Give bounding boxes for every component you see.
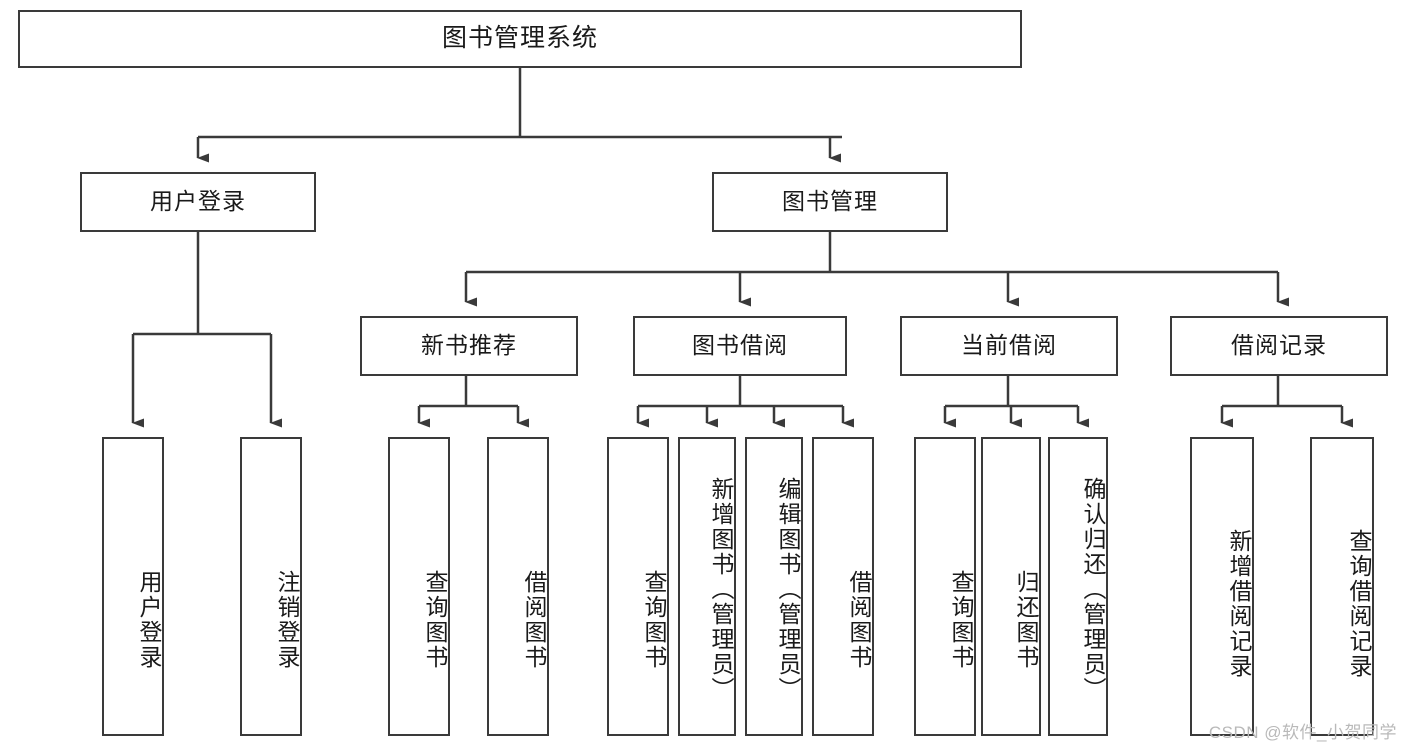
node-label: 图书管理 [782, 188, 878, 215]
leaf-logout-login[interactable]: 注销登录 [240, 437, 302, 736]
csdn-watermark: CSDN @软件_小贺同学 [1208, 723, 1397, 742]
node-book-manage[interactable]: 图书管理 [712, 172, 948, 232]
leaf-add-book-admin[interactable]: 新增图书（管理员） [678, 437, 736, 736]
node-user-login[interactable]: 用户登录 [80, 172, 316, 232]
node-label: 注销登录 [274, 569, 300, 670]
leaf-query-book-recommend[interactable]: 查询图书 [388, 437, 450, 736]
node-label: 用户登录 [150, 188, 246, 215]
node-label: 用户登录 [136, 569, 162, 670]
node-label: 查询图书 [422, 569, 448, 670]
node-root-system[interactable]: 图书管理系统 [18, 10, 1022, 68]
node-label: 图书借阅 [692, 332, 788, 359]
leaf-borrow-book[interactable]: 借阅图书 [812, 437, 874, 736]
node-label: 查询图书 [948, 569, 974, 670]
leaf-return-book[interactable]: 归还图书 [981, 437, 1041, 736]
leaf-query-borrow-record[interactable]: 查询借阅记录 [1310, 437, 1374, 736]
node-label: 归还图书 [1013, 569, 1039, 670]
node-label: 查询借阅记录 [1346, 528, 1372, 679]
node-borrow-record[interactable]: 借阅记录 [1170, 316, 1388, 376]
leaf-add-borrow-record[interactable]: 新增借阅记录 [1190, 437, 1254, 736]
leaf-confirm-return-admin[interactable]: 确认归还（管理员） [1048, 437, 1108, 736]
node-book-borrow[interactable]: 图书借阅 [633, 316, 847, 376]
node-label: 新书推荐 [421, 332, 517, 359]
node-new-book-recommend[interactable]: 新书推荐 [360, 316, 578, 376]
node-label: 确认归还（管理员） [1080, 477, 1106, 702]
node-label: 当前借阅 [961, 332, 1057, 359]
leaf-edit-book-admin[interactable]: 编辑图书（管理员） [745, 437, 803, 736]
leaf-user-login[interactable]: 用户登录 [102, 437, 164, 736]
node-label: 新增借阅记录 [1226, 528, 1252, 679]
node-label: 图书管理系统 [441, 24, 598, 53]
leaf-query-book-borrow[interactable]: 查询图书 [607, 437, 669, 736]
node-label: 借阅图书 [521, 569, 547, 670]
leaf-borrow-book-recommend[interactable]: 借阅图书 [487, 437, 549, 736]
node-label: 借阅记录 [1231, 332, 1327, 359]
node-label: 编辑图书（管理员） [775, 477, 801, 702]
node-label: 借阅图书 [846, 569, 872, 670]
leaf-query-book-current[interactable]: 查询图书 [914, 437, 976, 736]
node-label: 查询图书 [641, 569, 667, 670]
node-current-borrow[interactable]: 当前借阅 [900, 316, 1118, 376]
node-label: 新增图书（管理员） [708, 477, 734, 702]
